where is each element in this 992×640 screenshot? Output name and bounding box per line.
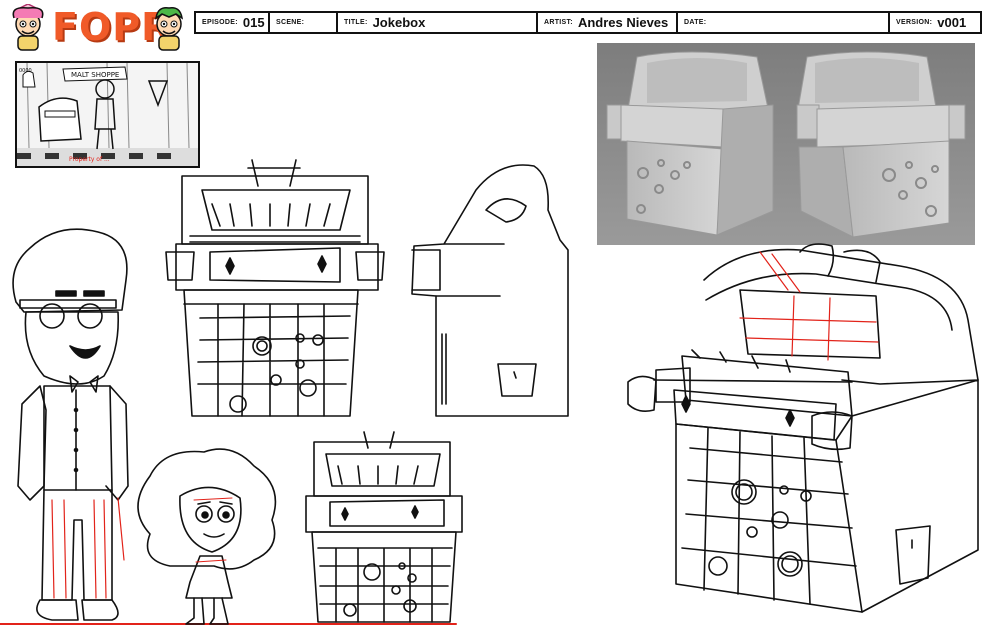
- render-jukebox-right: [796, 51, 966, 238]
- watermark-text: Property of ...: [69, 156, 110, 163]
- jukebox-front-view-small: [305, 431, 463, 623]
- artist-field: ARTIST: Andres Nieves: [538, 13, 678, 32]
- jukebox-front-view: [165, 159, 385, 417]
- jukebox-side-view: [411, 164, 569, 417]
- jukebox-perspective-view: [627, 243, 979, 613]
- render-jukebox-left: [606, 51, 774, 236]
- version-value: v001: [937, 15, 967, 30]
- sign-text: MALT SHOPPE: [71, 71, 119, 79]
- field-label: ARTIST:: [544, 19, 573, 26]
- field-label: DATE:: [684, 19, 707, 26]
- artist-value: Andres Nieves: [577, 15, 669, 30]
- corner-note: 0000: [19, 68, 32, 74]
- episode-value: 015: [242, 15, 265, 30]
- episode-field: EPISODE: 015: [196, 13, 270, 32]
- model-sheet-header: FOPR EPISODE: 015 SCENE: TITLE: Jokebox …: [0, 0, 992, 55]
- render-image: [597, 43, 975, 245]
- show-logo: FOPR: [6, 4, 194, 52]
- field-label: VERSION:: [896, 19, 933, 26]
- version-field: VERSION: v001: [890, 13, 980, 32]
- date-field: DATE:: [678, 13, 890, 32]
- girl-character-turnaround: [137, 448, 277, 625]
- fairy-character-icon: [154, 6, 184, 51]
- storyboard-thumbnail: MALT SHOPPE 0000 Property of ...: [15, 61, 200, 168]
- title-value: Jokebox: [372, 15, 426, 30]
- field-label: EPISODE:: [202, 19, 238, 26]
- storyboard-sketch: MALT SHOPPE 0000 Property of ...: [17, 63, 198, 166]
- fairy-character-icon: [12, 4, 44, 51]
- logo-wordmark: FOPR: [52, 5, 172, 49]
- adult-character-turnaround: [12, 228, 129, 621]
- field-label: SCENE:: [276, 19, 305, 26]
- header-fields: EPISODE: 015 SCENE: TITLE: Jokebox ARTIS…: [194, 11, 982, 34]
- title-field: TITLE: Jokebox: [338, 13, 538, 32]
- jukebox-3d-render: [597, 43, 975, 245]
- scene-field: SCENE:: [270, 13, 338, 32]
- field-label: TITLE:: [344, 19, 368, 26]
